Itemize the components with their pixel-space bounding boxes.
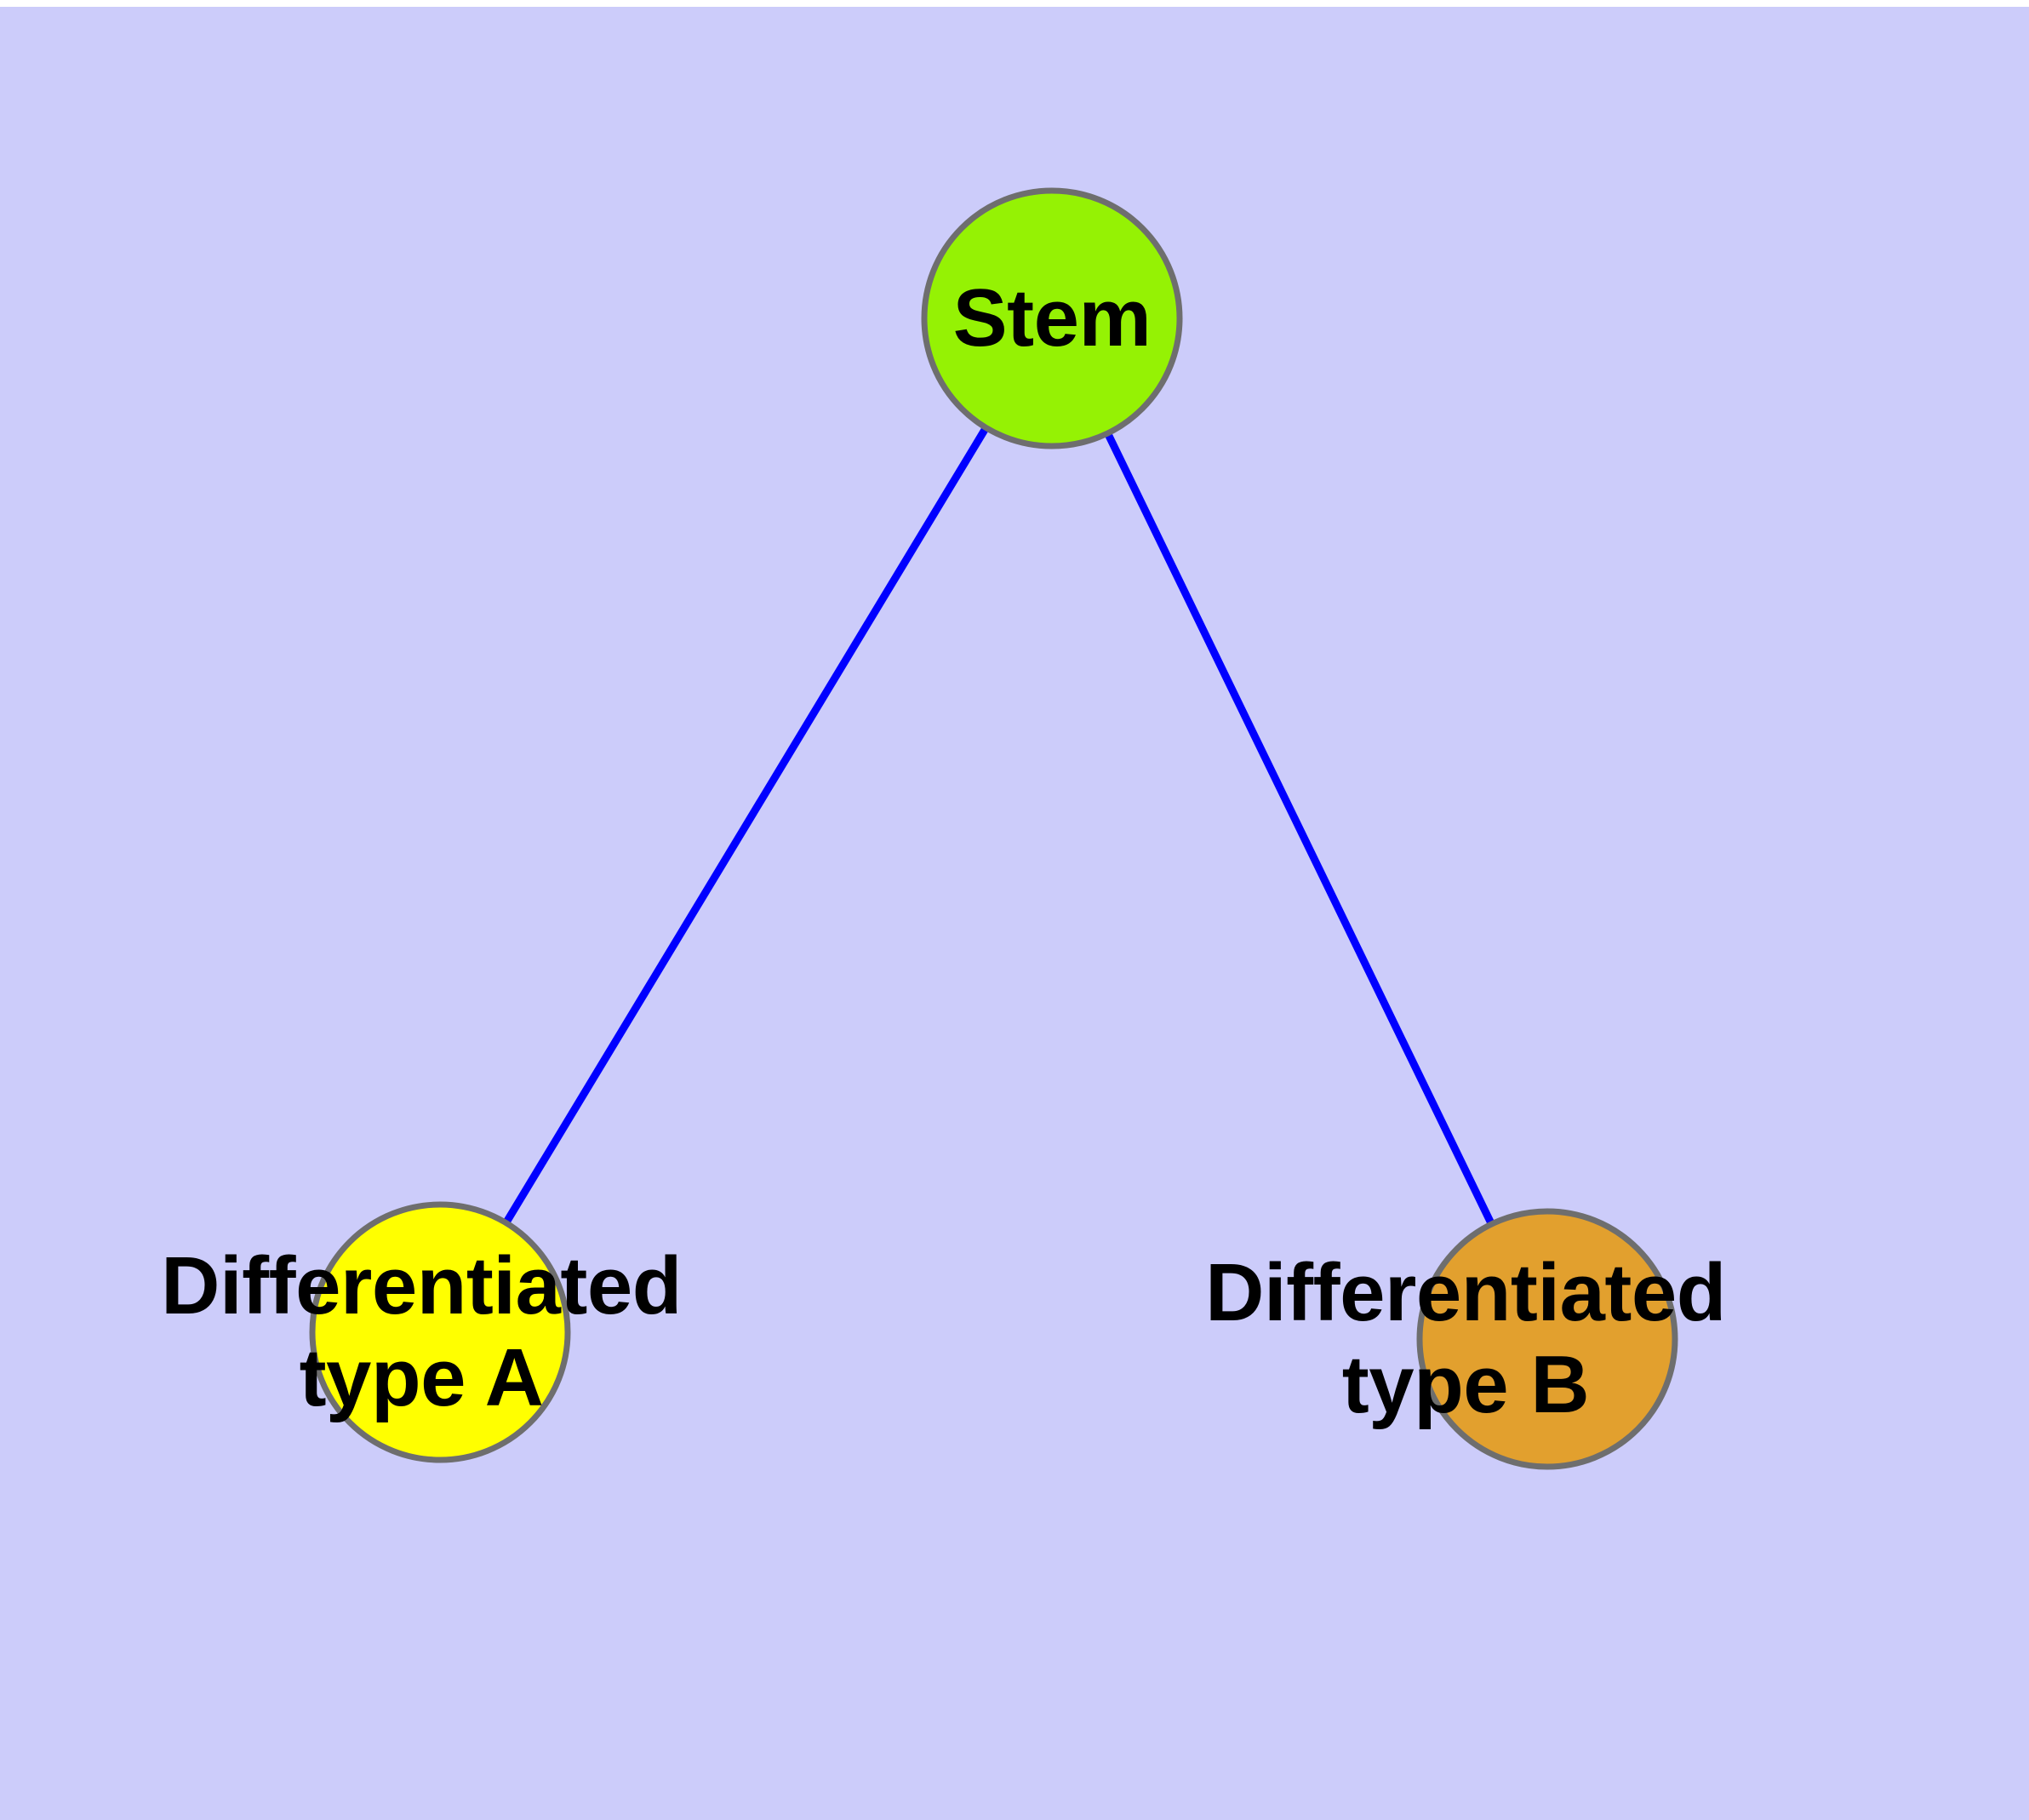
node-circle-stem[interactable] [921,187,1183,449]
node-circle-differentiated-type-a[interactable] [309,1201,571,1463]
edge-stem-to-differentiated-type-a[interactable] [437,316,1055,1335]
node-circle-differentiated-type-b[interactable] [1416,1208,1678,1470]
node-layer [309,187,1678,1470]
edge-stem-to-differentiated-type-b[interactable] [1048,317,1552,1341]
edge-layer [437,316,1552,1341]
